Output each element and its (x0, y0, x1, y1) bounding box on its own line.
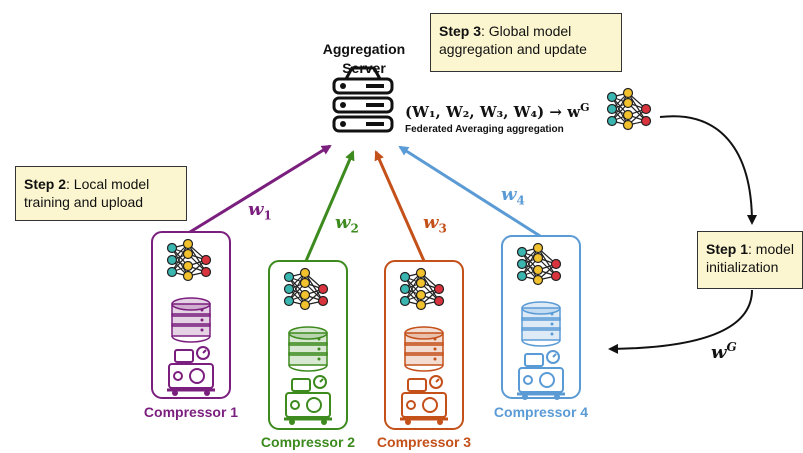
redistribute-arrow (608, 289, 753, 354)
compressor-4-card (501, 235, 581, 399)
database-icon (288, 326, 328, 372)
weight-label-4: w4 (501, 184, 525, 208)
neural-network-icon (516, 242, 562, 286)
global-model-arrow (659, 115, 757, 225)
neural-network-icon (399, 267, 445, 311)
neural-network-icon (166, 238, 212, 282)
compressor-icon (167, 346, 215, 396)
database-icon (171, 297, 211, 343)
aggregation-formula: (W₁, W₂, W₃, W₄) → wG (405, 101, 590, 121)
compressor-icon (400, 375, 448, 425)
neural-network-icon (606, 87, 652, 131)
weight-label-1: w1 (248, 199, 272, 223)
compressor-icon (517, 350, 565, 400)
upload-arrow-1 (189, 144, 332, 234)
weight-label-2: w2 (335, 212, 359, 236)
step3-note: Step 3: Global model aggregation and upd… (430, 13, 622, 72)
upload-arrow-3 (374, 150, 426, 262)
upload-arrow-2 (304, 150, 355, 262)
upload-arrow-4 (398, 145, 541, 238)
compressor-3-label: Compressor 3 (376, 434, 472, 450)
step1-note: Step 1: model initialization (697, 231, 803, 289)
weight-label-3: w3 (423, 212, 447, 236)
compressor-1-card (151, 231, 231, 399)
global-weight-label: wG (711, 340, 737, 363)
fedavg-caption: Federated Averaging aggregation (405, 124, 564, 135)
compressor-2-card (268, 260, 348, 430)
compressor-3-card (384, 260, 464, 430)
database-icon (404, 326, 444, 372)
database-icon (521, 301, 561, 347)
compressor-1-label: Compressor 1 (143, 404, 239, 420)
step2-note: Step 2: Local model training and upload (15, 166, 187, 221)
compressor-2-label: Compressor 2 (260, 434, 356, 450)
neural-network-icon (283, 267, 329, 311)
compressor-4-label: Compressor 4 (493, 404, 589, 420)
compressor-icon (284, 375, 332, 425)
server-icon (332, 66, 394, 133)
